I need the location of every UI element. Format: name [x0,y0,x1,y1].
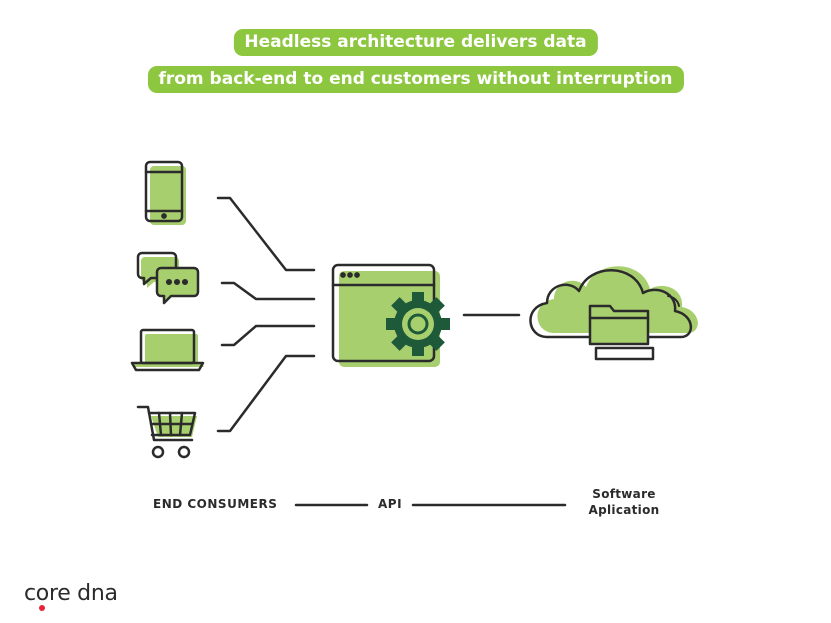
connector-laptop [220,324,316,347]
header-title-line-1: Headless architecture delivers data [233,29,598,56]
logo-o-with-dot: o [36,581,49,611]
cloud-folder-server-icon [529,266,698,361]
software-label-line-1: Software [592,487,656,501]
software-label-line-2: Aplication [588,503,660,517]
logo-rest: re dna [48,581,118,606]
software-application-label: Software Aplication [574,486,674,518]
chat-bubbles-icon [136,251,200,305]
browser-gear-icon [331,263,450,367]
shopping-cart-icon [136,405,197,459]
gear-icon [386,292,450,356]
header-title-line-2: from back-end to end customers without i… [147,66,684,93]
end-consumers-label: END CONSUMERS [153,497,278,511]
laptop-icon [130,328,205,372]
connector-cart [216,354,316,433]
connector-smartphone [216,196,316,272]
logo-dot [39,605,46,611]
smartphone-icon [144,160,186,225]
connector-chat [220,281,316,301]
api-label: API [378,497,403,511]
logo-c: c [24,581,36,606]
